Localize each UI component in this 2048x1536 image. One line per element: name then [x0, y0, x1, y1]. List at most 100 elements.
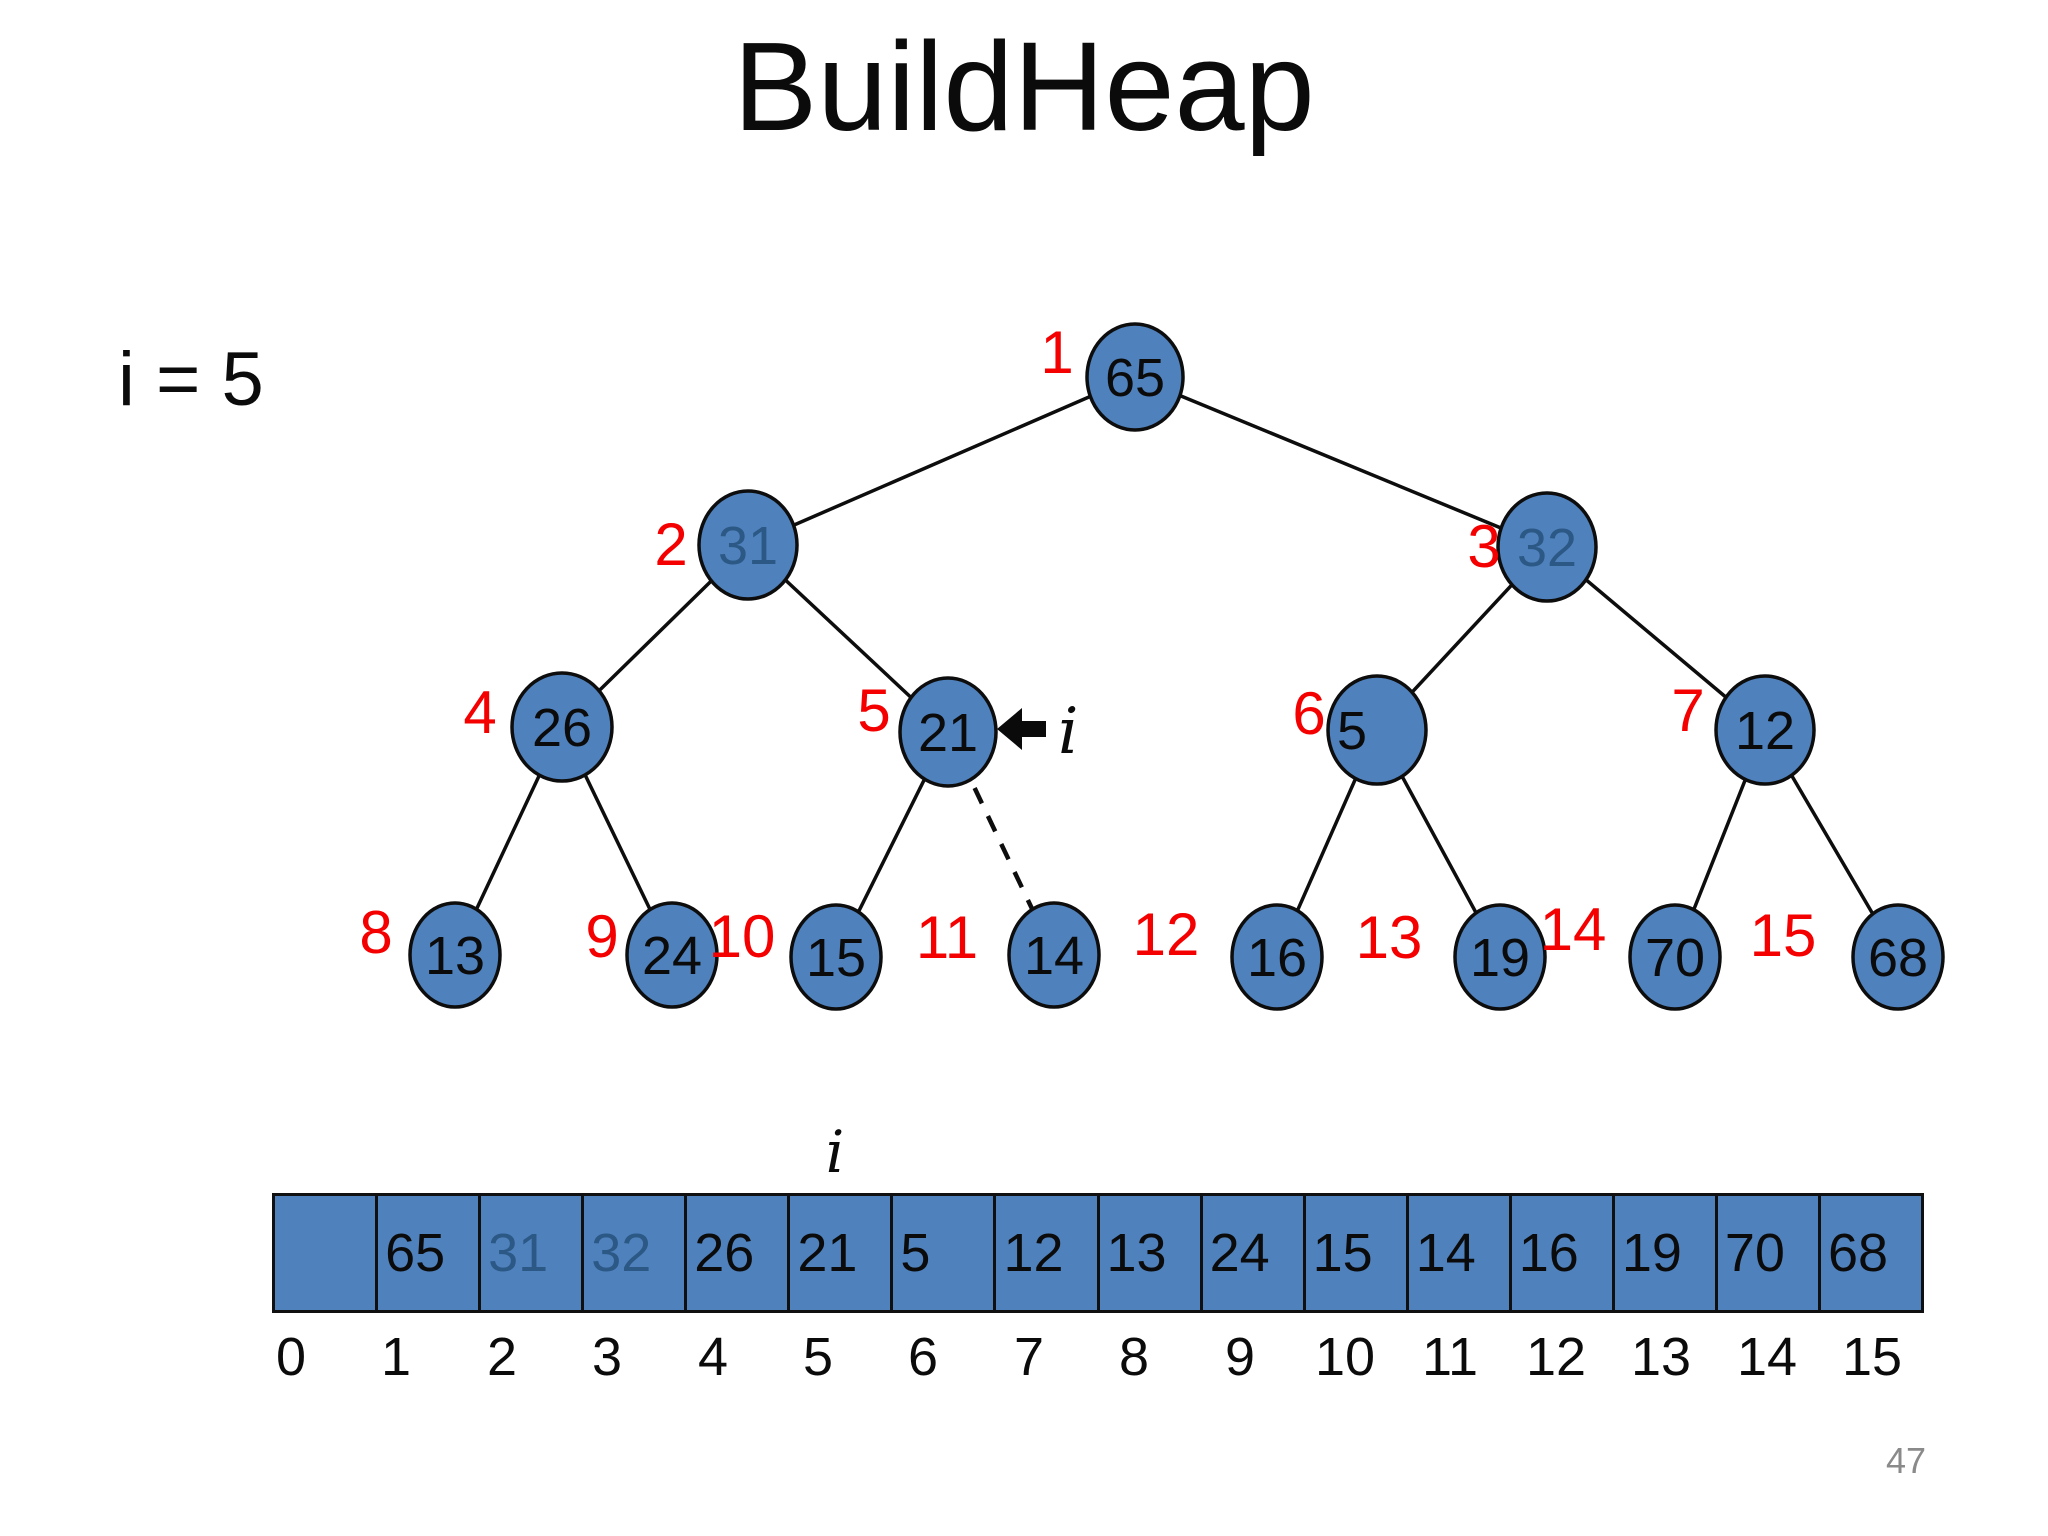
array-cell-value: 32 — [591, 1223, 652, 1283]
array-cell: 16 — [1512, 1196, 1615, 1310]
array-cell-value: 13 — [1106, 1223, 1167, 1283]
node-index-label: 5 — [857, 677, 890, 744]
left-arrow-icon — [997, 708, 1046, 750]
node-value: 65 — [1105, 348, 1165, 408]
node-index-label: 8 — [359, 899, 392, 966]
node-value: 24 — [642, 926, 702, 986]
tree-node: 68 — [1851, 903, 1945, 1011]
node-index-label: 4 — [463, 679, 496, 746]
array-cell — [275, 1196, 379, 1310]
heap-array: 65 31 32 26 21 5 12 13 24 15 14 16 19 70… — [272, 1193, 1924, 1313]
node-circle — [1496, 491, 1598, 603]
array-cell-value: 24 — [1209, 1223, 1270, 1283]
slide-title: BuildHeap — [733, 16, 1315, 157]
array-index-label: 10 — [1314, 1327, 1376, 1387]
array-cell: 5 — [893, 1196, 997, 1310]
node-value: 15 — [806, 928, 866, 988]
array-pointer-label: i — [825, 1118, 845, 1186]
node-value: 26 — [532, 698, 592, 758]
node-circle — [1007, 901, 1101, 1009]
tree-node: 31 — [697, 489, 799, 601]
array-cell-value: 16 — [1518, 1223, 1579, 1283]
node-value: 21 — [918, 703, 978, 763]
array-cell: 26 — [687, 1196, 791, 1310]
node-value: 19 — [1470, 928, 1530, 988]
array-index-label: 12 — [1525, 1327, 1587, 1387]
tree-node: 32 — [1496, 491, 1598, 603]
node-circle — [408, 901, 502, 1009]
array-cell: 68 — [1821, 1196, 1921, 1310]
array-cell-value: 65 — [385, 1223, 446, 1283]
array-cell-value: 12 — [1003, 1223, 1064, 1283]
node-circle — [1085, 322, 1185, 432]
array-cell-value: 21 — [797, 1223, 858, 1283]
tree-node: 14 — [1007, 901, 1101, 1009]
node-circle — [1453, 903, 1547, 1011]
tree-node: 21 — [898, 676, 998, 788]
tree-node: 65 — [1085, 322, 1185, 432]
array-cell: 15 — [1306, 1196, 1409, 1310]
node-index-label: 14 — [1540, 896, 1607, 963]
array-cell: 12 — [996, 1196, 1100, 1310]
tree-node: 12 — [1714, 674, 1816, 786]
iteration-label: i = 5 — [118, 337, 264, 422]
node-value: 5 — [1337, 701, 1367, 761]
node-value: 14 — [1024, 926, 1084, 986]
tree-node: 13 — [408, 901, 502, 1009]
tree-node: 26 — [510, 671, 614, 783]
node-index-label: 10 — [709, 903, 776, 970]
node-circle — [1714, 674, 1816, 786]
array-index-label: 13 — [1630, 1327, 1692, 1387]
array-cell: 13 — [1100, 1196, 1203, 1310]
tree-node: 16 — [1230, 903, 1324, 1011]
array-cell-value: 14 — [1415, 1223, 1476, 1283]
tree-node: 5 — [1326, 674, 1428, 786]
tree-node: 24 — [625, 901, 719, 1009]
array-index-label: 11 — [1421, 1327, 1479, 1387]
array-index-label: 2 — [486, 1327, 518, 1387]
node-index-label: 13 — [1356, 904, 1423, 971]
array-cell-value: 31 — [488, 1223, 549, 1283]
array-cell-value: 26 — [694, 1223, 755, 1283]
node-value: 12 — [1735, 701, 1795, 761]
array-index-label: 8 — [1118, 1327, 1150, 1387]
array-index-label: 1 — [380, 1327, 412, 1387]
node-value: 32 — [1517, 518, 1577, 578]
node-circle — [898, 676, 998, 788]
array-index-label: 3 — [591, 1327, 623, 1387]
array-cell: 31 — [481, 1196, 585, 1310]
array-cell-value: 5 — [900, 1223, 931, 1283]
array-index-label: 6 — [907, 1327, 939, 1387]
array-cell: 65 — [378, 1196, 482, 1310]
node-circle — [1628, 903, 1722, 1011]
node-circle — [510, 671, 614, 783]
node-value: 70 — [1645, 928, 1705, 988]
tree-node: 15 — [789, 903, 883, 1011]
array-cell: 24 — [1203, 1196, 1306, 1310]
node-circle — [1230, 903, 1324, 1011]
node-index-label: 6 — [1292, 680, 1325, 747]
tree-node: 70 — [1628, 903, 1722, 1011]
array-index-label: 5 — [802, 1327, 834, 1387]
array-index-label: 14 — [1736, 1327, 1798, 1387]
node-value: 68 — [1868, 928, 1928, 988]
node-value: 31 — [718, 516, 778, 576]
tree-edge — [747, 375, 1136, 547]
array-cell: 19 — [1615, 1196, 1718, 1310]
node-index-label: 1 — [1040, 319, 1073, 386]
node-index-label: 3 — [1467, 513, 1500, 580]
array-index-label: 0 — [275, 1327, 307, 1387]
page-number: 47 — [1886, 1440, 1927, 1481]
node-index-label: 7 — [1671, 677, 1704, 744]
node-value: 13 — [425, 926, 485, 986]
array-cell-value: 19 — [1621, 1223, 1682, 1283]
array-cell-value: 68 — [1827, 1223, 1889, 1283]
node-circle — [789, 903, 883, 1011]
node-circle — [697, 489, 799, 601]
array-cell-value: 70 — [1724, 1223, 1785, 1283]
node-value: 16 — [1247, 928, 1307, 988]
node-index-label: 9 — [585, 903, 618, 970]
array-cell: 21 — [790, 1196, 894, 1310]
